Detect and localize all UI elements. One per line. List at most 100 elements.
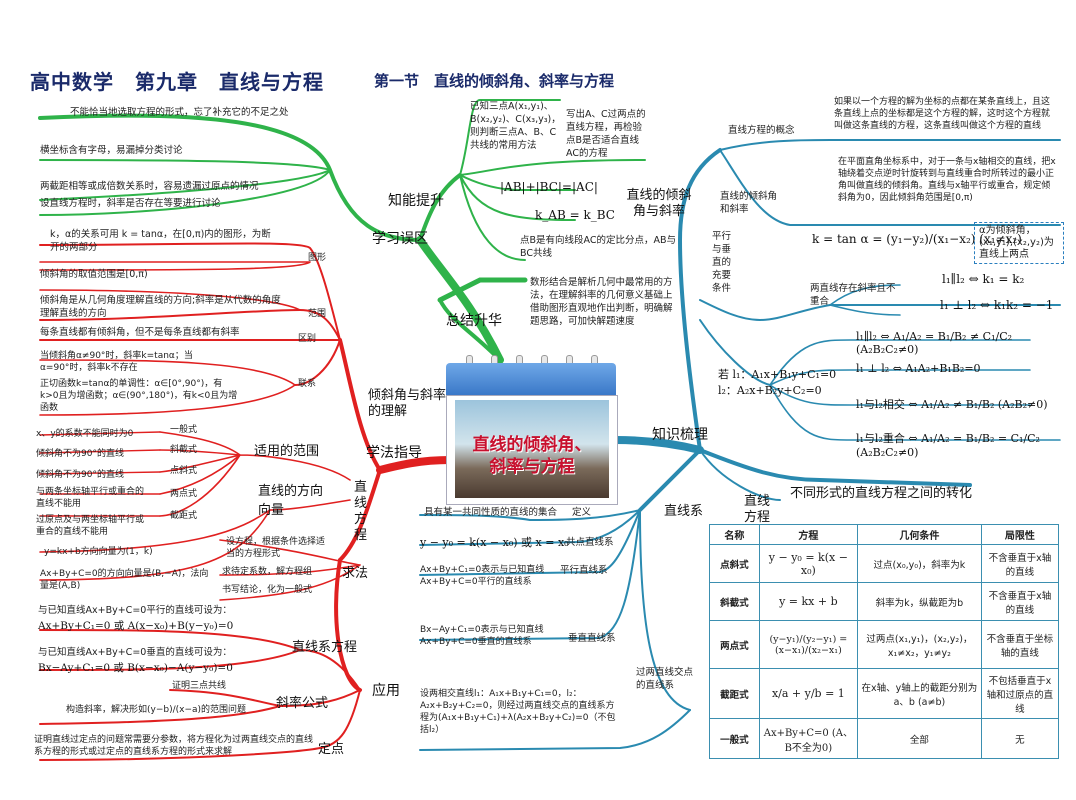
node-zhixian-fangcheng: 直线方程 <box>354 480 368 543</box>
node-dingdian: 定点 <box>318 742 345 757</box>
wuqu-note-4: 设直线方程时，斜率是否存在等要进行讨论 <box>40 198 221 209</box>
parallel-family-text: Ax+By+C₁=0表示与已知直线Ax+By+C=0平行的直线系 <box>420 565 545 587</box>
table-cell: 过两点(x₁,y₁)，(x₂,y₂)，x₁≠x₂，y₁≠y₂ <box>857 620 982 669</box>
table-header: 局限性 <box>980 524 1060 545</box>
wuqu-note-3: 两截距相等或成倍数关系时，容易遗漏过原点的情况 <box>40 181 259 192</box>
qxj-text: 在平面直角坐标系中，对于一条与x轴相交的直线，把x轴绕着交点逆时针旋转到与直线重… <box>838 157 1056 203</box>
slope-exists: 两直线存在斜率且不重合 <box>810 283 896 307</box>
gainian-text: 如果以一个方程的解为坐标的点都在某条直线上，且这条直线上点的坐标都是这个方程的解… <box>834 97 1051 131</box>
table-cell: 不包括垂直于x轴和过原点的直线 <box>980 668 1060 719</box>
l1-equation: 若 l₁：A₁x+B₁y+C₁=0 <box>718 368 837 381</box>
range-row-4-type: 两点式 <box>170 489 198 499</box>
zhineng-formula-3: 点B是有向线段AC的定比分点，AB与BC共线 <box>520 235 676 259</box>
table-cell: 斜截式 <box>709 582 760 621</box>
wuqu-note-2: 横坐标含有字母，易漏掉分类讨论 <box>40 145 183 156</box>
node-qingxiejiao-xielv: 直线的倾斜角与斜率 <box>626 188 692 219</box>
form-conversion: 不同形式的直线方程之间的转化 <box>790 486 973 501</box>
node-zhixianxi-fangcheng: 直线系方程 <box>292 640 358 655</box>
label-px: 平行直线系 <box>560 565 608 576</box>
center-calendar: 直线的倾斜角、 斜率与方程 <box>446 355 618 505</box>
page-title: 高中数学 第九章 直线与方程 <box>30 70 324 94</box>
concurrent-formula: y − y₀ = k(x − x₀) 或 x = x₀ <box>420 536 569 549</box>
table-header: 几何条件 <box>857 524 982 545</box>
table-cell: 在x轴、y轴上的截距分别为a、b (a≠b) <box>857 668 982 719</box>
node-fangxiang-xiangliang: 直线的方向向量 <box>258 484 324 518</box>
section-subtitle: 第一节 直线的倾斜角、斜率与方程 <box>374 72 615 90</box>
range-row-5: 过原点及与两坐标轴平行或重合的直线不能用 <box>36 515 145 537</box>
range-text: 倾斜角的取值范围是[0,π) <box>40 269 148 280</box>
label-gongdian: 共点直线系 <box>566 537 614 548</box>
node-zongjie-shenghua: 总结升华 <box>446 313 502 329</box>
relation-text-2: 正切函数k=tanα的单调性：α∈[0°,90°)，有k>0且为增函数；α∈(9… <box>40 379 238 413</box>
table-cell: (y−y₁)/(y₂−y₁) = (x−x₁)/(x₂−x₁) <box>758 620 859 669</box>
label-pingxing-chuizhi: 平行与垂直的充要条件 <box>712 231 732 294</box>
zhineng-three-points: 已知三点A(x₁,y₁)、B(x₂,y₂)、C(x₃,y₃)，则判断三点A、B、… <box>470 101 561 151</box>
table-cell: 过点(x₀,y₀)，斜率为k <box>857 544 982 583</box>
general-coincide-cond: l₁与l₂重合 ⇔ A₁/A₂ = B₁/B₂ = C₁/C₂ (A₂B₂C₂≠… <box>856 432 1040 459</box>
wuqu-note-1: 不能恰当地选取方程的形式，忘了补充它的不足之处 <box>70 107 289 118</box>
zhineng-formula-1: |AB|+|BC|=|AC| <box>500 180 598 194</box>
parallel-set-text: 与已知直线Ax+By+C=0平行的直线可设为： <box>38 605 232 616</box>
parallel-set-formula: Ax+By+C₁=0 或 A(x−x₀)+B(y−y₀)=0 <box>38 620 234 632</box>
qiufa-step-2: 求待定系数，解方程组 <box>222 567 313 577</box>
table-header: 方程 <box>758 524 859 545</box>
perp-family-text: Bx−Ay+C₁=0表示与已知直线Ax+By+C=0垂直的直线系 <box>420 625 544 647</box>
table-cell: 截距式 <box>709 668 760 719</box>
range-row-3: 倾斜角不为90°的直线 <box>36 470 124 480</box>
intersection-family-text: 设两相交直线l₁：A₁x+B₁y+C₁=0，l₂：A₂x+B₂y+C₂=0，则经… <box>420 689 616 735</box>
label-fanwei: 范围 <box>308 309 327 319</box>
table-cell: y − y₀ = k(x − x₀) <box>758 544 859 583</box>
general-parallel-cond: l₁∥l₂ ⇔ A₁/A₂ = B₁/B₂ ≠ C₁/C₂ (A₂B₂C₂≠0) <box>856 330 1013 356</box>
stones-photo <box>455 400 609 498</box>
node-shiyong-fanwei: 适用的范围 <box>254 444 320 459</box>
table-cell: 无 <box>980 718 1060 759</box>
label-jd: 过两直线交点的直线系 <box>636 667 694 691</box>
table-cell: 斜率为k，纵截距为b <box>857 582 982 621</box>
alpha-note-box: α为倾斜角，(x₁,y₁),(x₂,y₂)为直线上两点 <box>974 222 1064 264</box>
zhineng-formula-2: k_AB = k_BC <box>535 208 615 222</box>
slope-formula: k = tan α = (y₁−y₂)/(x₁−x₂) (x₁≠x₂) <box>812 232 1022 246</box>
table-header-row: 名称 方程 几何条件 局限性 <box>709 524 1060 545</box>
k-alpha-relation: k，α的关系可用 k = tanα，在[0,π)内的图形，为断开的两部分 <box>50 229 271 253</box>
qiufa-step-3: 书写结论，化为一般式 <box>222 585 313 595</box>
node-xuexi-wuqu: 学习误区 <box>372 231 428 247</box>
zhineng-method-1: 写出A、C过两点的直线方程，再检验点B是否适合直线AC的方程 <box>566 109 646 159</box>
label-qubie: 区别 <box>298 334 317 344</box>
table-cell: y = kx + b <box>758 582 859 621</box>
label-qxj-xielv: 直线的倾斜角和斜率 <box>720 191 778 215</box>
node-xuefa-zhidao: 学法指导 <box>366 445 422 461</box>
parallel-slope-cond: l₁∥l₂ ⇔ k₁ = k₂ <box>942 272 1025 286</box>
perp-slope-cond: l₁ ⊥ l₂ ⇔ k₁k₂ = −1 <box>940 298 1054 312</box>
label-dingyi: 定义 <box>572 507 592 518</box>
label-gainian: 直线方程的概念 <box>728 125 795 136</box>
every-line-text: 每条直线都有倾斜角，但不是每条直线都有斜率 <box>40 327 240 338</box>
general-intersect-cond: l₁与l₂相交 ⇔ A₁/A₂ ≠ B₁/B₂ (A₂B₂≠0) <box>856 398 1048 411</box>
table-cell: 两点式 <box>709 620 760 669</box>
node-qiufa: 求法 <box>342 566 369 581</box>
table-row: 一般式 Ax+By+C=0 (A、B不全为0) 全部 无 <box>709 718 1060 759</box>
range-row-1: x、y的系数不能同时为0 <box>36 429 134 439</box>
node-qingxiejiao-lijie: 倾斜角与斜率的理解 <box>368 388 447 419</box>
fixed-point-text: 证明直线过定点的问题常需要分参数，将方程化为过两直线交点的直线系方程的形式或过定… <box>34 735 314 757</box>
construct-slope: 构造斜率，解决形如(y−b)/(x−a)的范围问题 <box>66 705 247 715</box>
range-row-2-type: 斜截式 <box>170 445 198 455</box>
table-cell: 点斜式 <box>709 544 760 583</box>
table-cell: 一般式 <box>709 718 760 759</box>
direction-vector-2: Ax+By+C=0的方向向量是(B,−A)，法向量是(A,B) <box>40 569 209 591</box>
l2-equation: l₂：A₂x+B₂y+C₂=0 <box>718 384 822 397</box>
range-row-4: 与两条坐标轴平行或重合的直线不能用 <box>36 487 145 509</box>
table-cell: Ax+By+C=0 (A、B不全为0) <box>758 718 859 759</box>
node-zhixian-fangcheng-right: 直线方程 <box>744 494 771 525</box>
table-row: 斜截式 y = kx + b 斜率为k，纵截距为b 不含垂直于x轴的直线 <box>709 582 1060 621</box>
table-cell: 全部 <box>857 718 982 759</box>
general-perp-cond: l₁ ⊥ l₂ ⇔ A₁A₂+B₁B₂=0 <box>856 362 981 375</box>
difference-text: 倾斜角是从几何角度理解直线的方向;斜率是从代数的角度理解直线的方向 <box>40 295 281 319</box>
table-row: 截距式 x/a + y/b = 1 在x轴、y轴上的截距分别为a、b (a≠b)… <box>709 668 1060 719</box>
table-cell: 不含垂直于x轴的直线 <box>980 582 1060 621</box>
zongjie-text: 数形结合是解析几何中最常用的方法，在理解斜率的几何意义基础上借助图形直观地作出判… <box>530 277 673 327</box>
range-row-3-type: 点斜式 <box>170 466 198 476</box>
node-zhixianxi: 直线系 <box>664 504 704 519</box>
line-forms-table: 名称 方程 几何条件 局限性 点斜式 y − y₀ = k(x − x₀) 过点… <box>709 524 1060 759</box>
node-zhineng-tisheng: 知能提升 <box>388 193 444 209</box>
